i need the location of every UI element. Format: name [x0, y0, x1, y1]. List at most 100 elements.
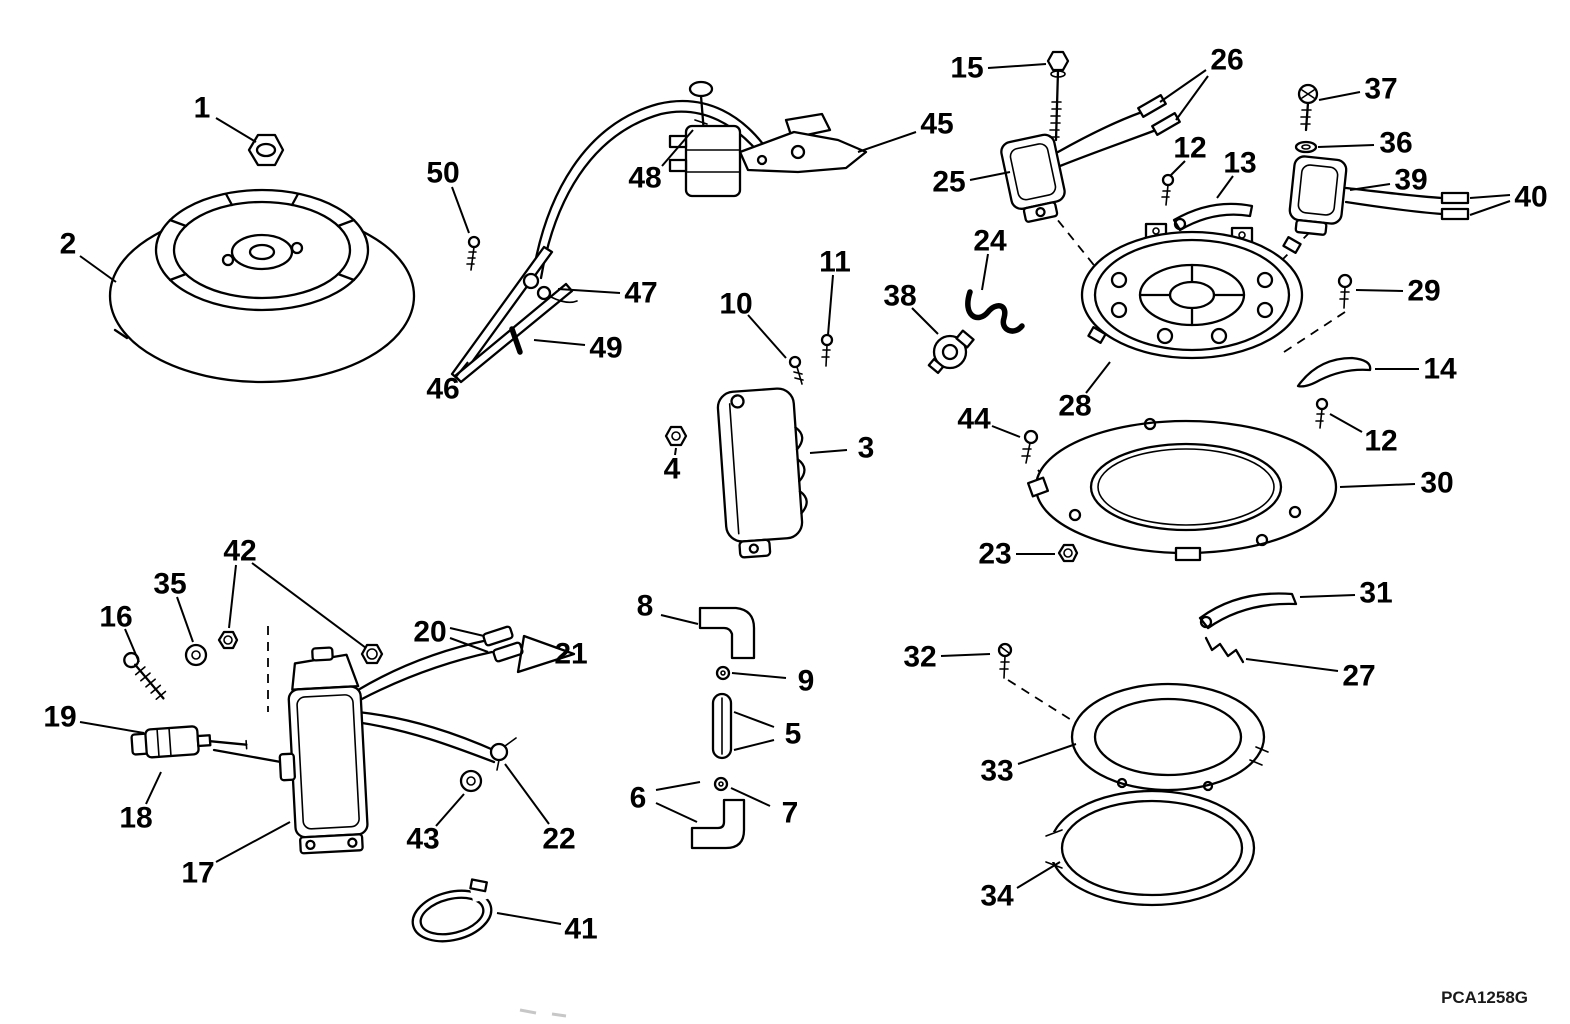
leader-line-39-9	[1349, 183, 1391, 191]
leader-line-20-36	[449, 627, 485, 637]
callout-13-12: 13	[1223, 147, 1256, 180]
callout-27-31: 27	[1342, 660, 1375, 693]
leader-line-17-43	[215, 821, 291, 863]
callout-50-2: 50	[426, 157, 459, 190]
tube-5-drawing	[711, 692, 733, 760]
callout-32-32: 32	[903, 641, 936, 674]
leader-line-10-18	[747, 314, 787, 359]
nuts-42-drawing	[217, 630, 384, 665]
leader-line-1-0	[215, 117, 257, 143]
ignition-coil-17-drawing	[278, 646, 369, 855]
cable-end-46-drawing	[450, 245, 574, 384]
callout-39-9: 39	[1394, 164, 1427, 197]
retainer-ring-33-drawing	[1070, 682, 1269, 792]
screw-37-drawing	[1297, 83, 1319, 132]
leader-line-19-41	[79, 721, 145, 734]
seal-7-drawing	[713, 776, 729, 792]
callout-15-5: 15	[950, 52, 983, 85]
callout-3-25: 3	[858, 432, 875, 465]
flywheel-drawing	[108, 188, 416, 384]
flywheel-nut-drawing	[247, 133, 285, 167]
screw-44-drawing	[1021, 429, 1039, 464]
callout-35-34: 35	[153, 568, 186, 601]
callout-33-48: 33	[980, 755, 1013, 788]
leader-line-26-6	[1175, 75, 1209, 121]
callout-12-24: 12	[1364, 425, 1397, 458]
washer-35-drawing	[184, 643, 208, 667]
pin-49-drawing	[509, 326, 523, 355]
leader-line-40-10	[1469, 194, 1511, 199]
callout-16-35: 16	[99, 601, 132, 634]
power-pack-3-drawing	[716, 387, 808, 559]
coil-25-drawing	[1000, 94, 1181, 223]
callout-42-33: 42	[223, 535, 256, 568]
smudge-mark	[519, 1008, 567, 1018]
wire-clip-24-drawing	[965, 289, 1025, 334]
leader-line-11-17	[827, 274, 834, 336]
leader-line-20-36	[449, 637, 489, 653]
leader-line-22-45	[504, 763, 550, 825]
callout-24-15: 24	[973, 225, 1007, 258]
screw-32-drawing	[997, 642, 1013, 679]
leader-line-32-32	[940, 653, 991, 657]
callout-46-21: 46	[426, 373, 459, 406]
adapter-plate-30-drawing	[1026, 417, 1338, 562]
leader-line-48-3	[661, 129, 694, 167]
callout-19-41: 19	[43, 701, 76, 734]
leader-line-29-14	[1355, 289, 1404, 292]
leader-line-2-1	[79, 255, 117, 283]
leader-line-30-28	[1339, 483, 1416, 488]
leader-line-36-8	[1317, 144, 1375, 148]
callout-34-49: 34	[980, 880, 1014, 913]
callout-10-18: 10	[719, 288, 752, 321]
leader-line-42-33	[251, 562, 367, 649]
callout-26-6: 26	[1210, 44, 1243, 77]
leader-line-46-21	[454, 361, 469, 379]
leader-line-40-10	[1469, 200, 1511, 216]
callout-23-29: 23	[978, 538, 1011, 571]
leader-line-16-35	[124, 628, 140, 663]
callout-17-43: 17	[181, 857, 214, 890]
nut-23-drawing	[1057, 543, 1079, 563]
leader-line-18-42	[145, 771, 162, 805]
wire-marker-21-drawing	[516, 634, 576, 674]
callout-2-1: 2	[60, 228, 77, 261]
screw-50-drawing	[466, 235, 481, 271]
leader-line-43-44	[435, 793, 465, 827]
leader-line-4-26	[674, 447, 677, 456]
cable-bracket-drawing	[668, 124, 742, 198]
callout-22-45: 22	[542, 823, 575, 856]
leader-line-45-4	[857, 131, 917, 153]
callout-18-42: 18	[119, 802, 152, 835]
leader-line-44-27	[991, 425, 1021, 438]
leader-line-12-24	[1329, 413, 1363, 433]
callout-11-17: 11	[819, 246, 851, 279]
callout-21-37: 21	[554, 638, 587, 671]
leader-line-28-22	[1085, 361, 1111, 394]
callout-36-8: 36	[1379, 127, 1412, 160]
leader-line-5-40	[733, 711, 775, 728]
sensor-38-drawing	[927, 329, 975, 375]
callout-4-26: 4	[664, 453, 681, 486]
callout-14-23: 14	[1423, 353, 1457, 386]
leader-line-35-34	[176, 596, 194, 643]
connector-20-drawing	[482, 625, 524, 663]
clip-22-drawing	[489, 737, 517, 771]
cam-14-drawing	[1296, 356, 1372, 388]
callout-29-14: 29	[1407, 275, 1440, 308]
stator-28-drawing	[1080, 222, 1304, 360]
washer-36-drawing	[1294, 140, 1318, 154]
callout-38-16: 38	[883, 280, 916, 313]
connector-19-drawing	[130, 725, 248, 759]
callout-28-22: 28	[1058, 390, 1091, 423]
callout-49-20: 49	[589, 332, 622, 365]
callout-30-28: 30	[1420, 467, 1453, 500]
leader-line-24-15	[981, 253, 989, 291]
clamp-41-drawing	[411, 878, 493, 943]
leader-line-3-25	[809, 449, 848, 454]
coil-17-wires	[212, 638, 500, 766]
leader-line-8-38	[660, 614, 699, 625]
grommet-43-drawing	[459, 769, 483, 793]
screw-12-upper-drawing	[1161, 173, 1175, 206]
screw-12-lower-drawing	[1315, 397, 1329, 429]
